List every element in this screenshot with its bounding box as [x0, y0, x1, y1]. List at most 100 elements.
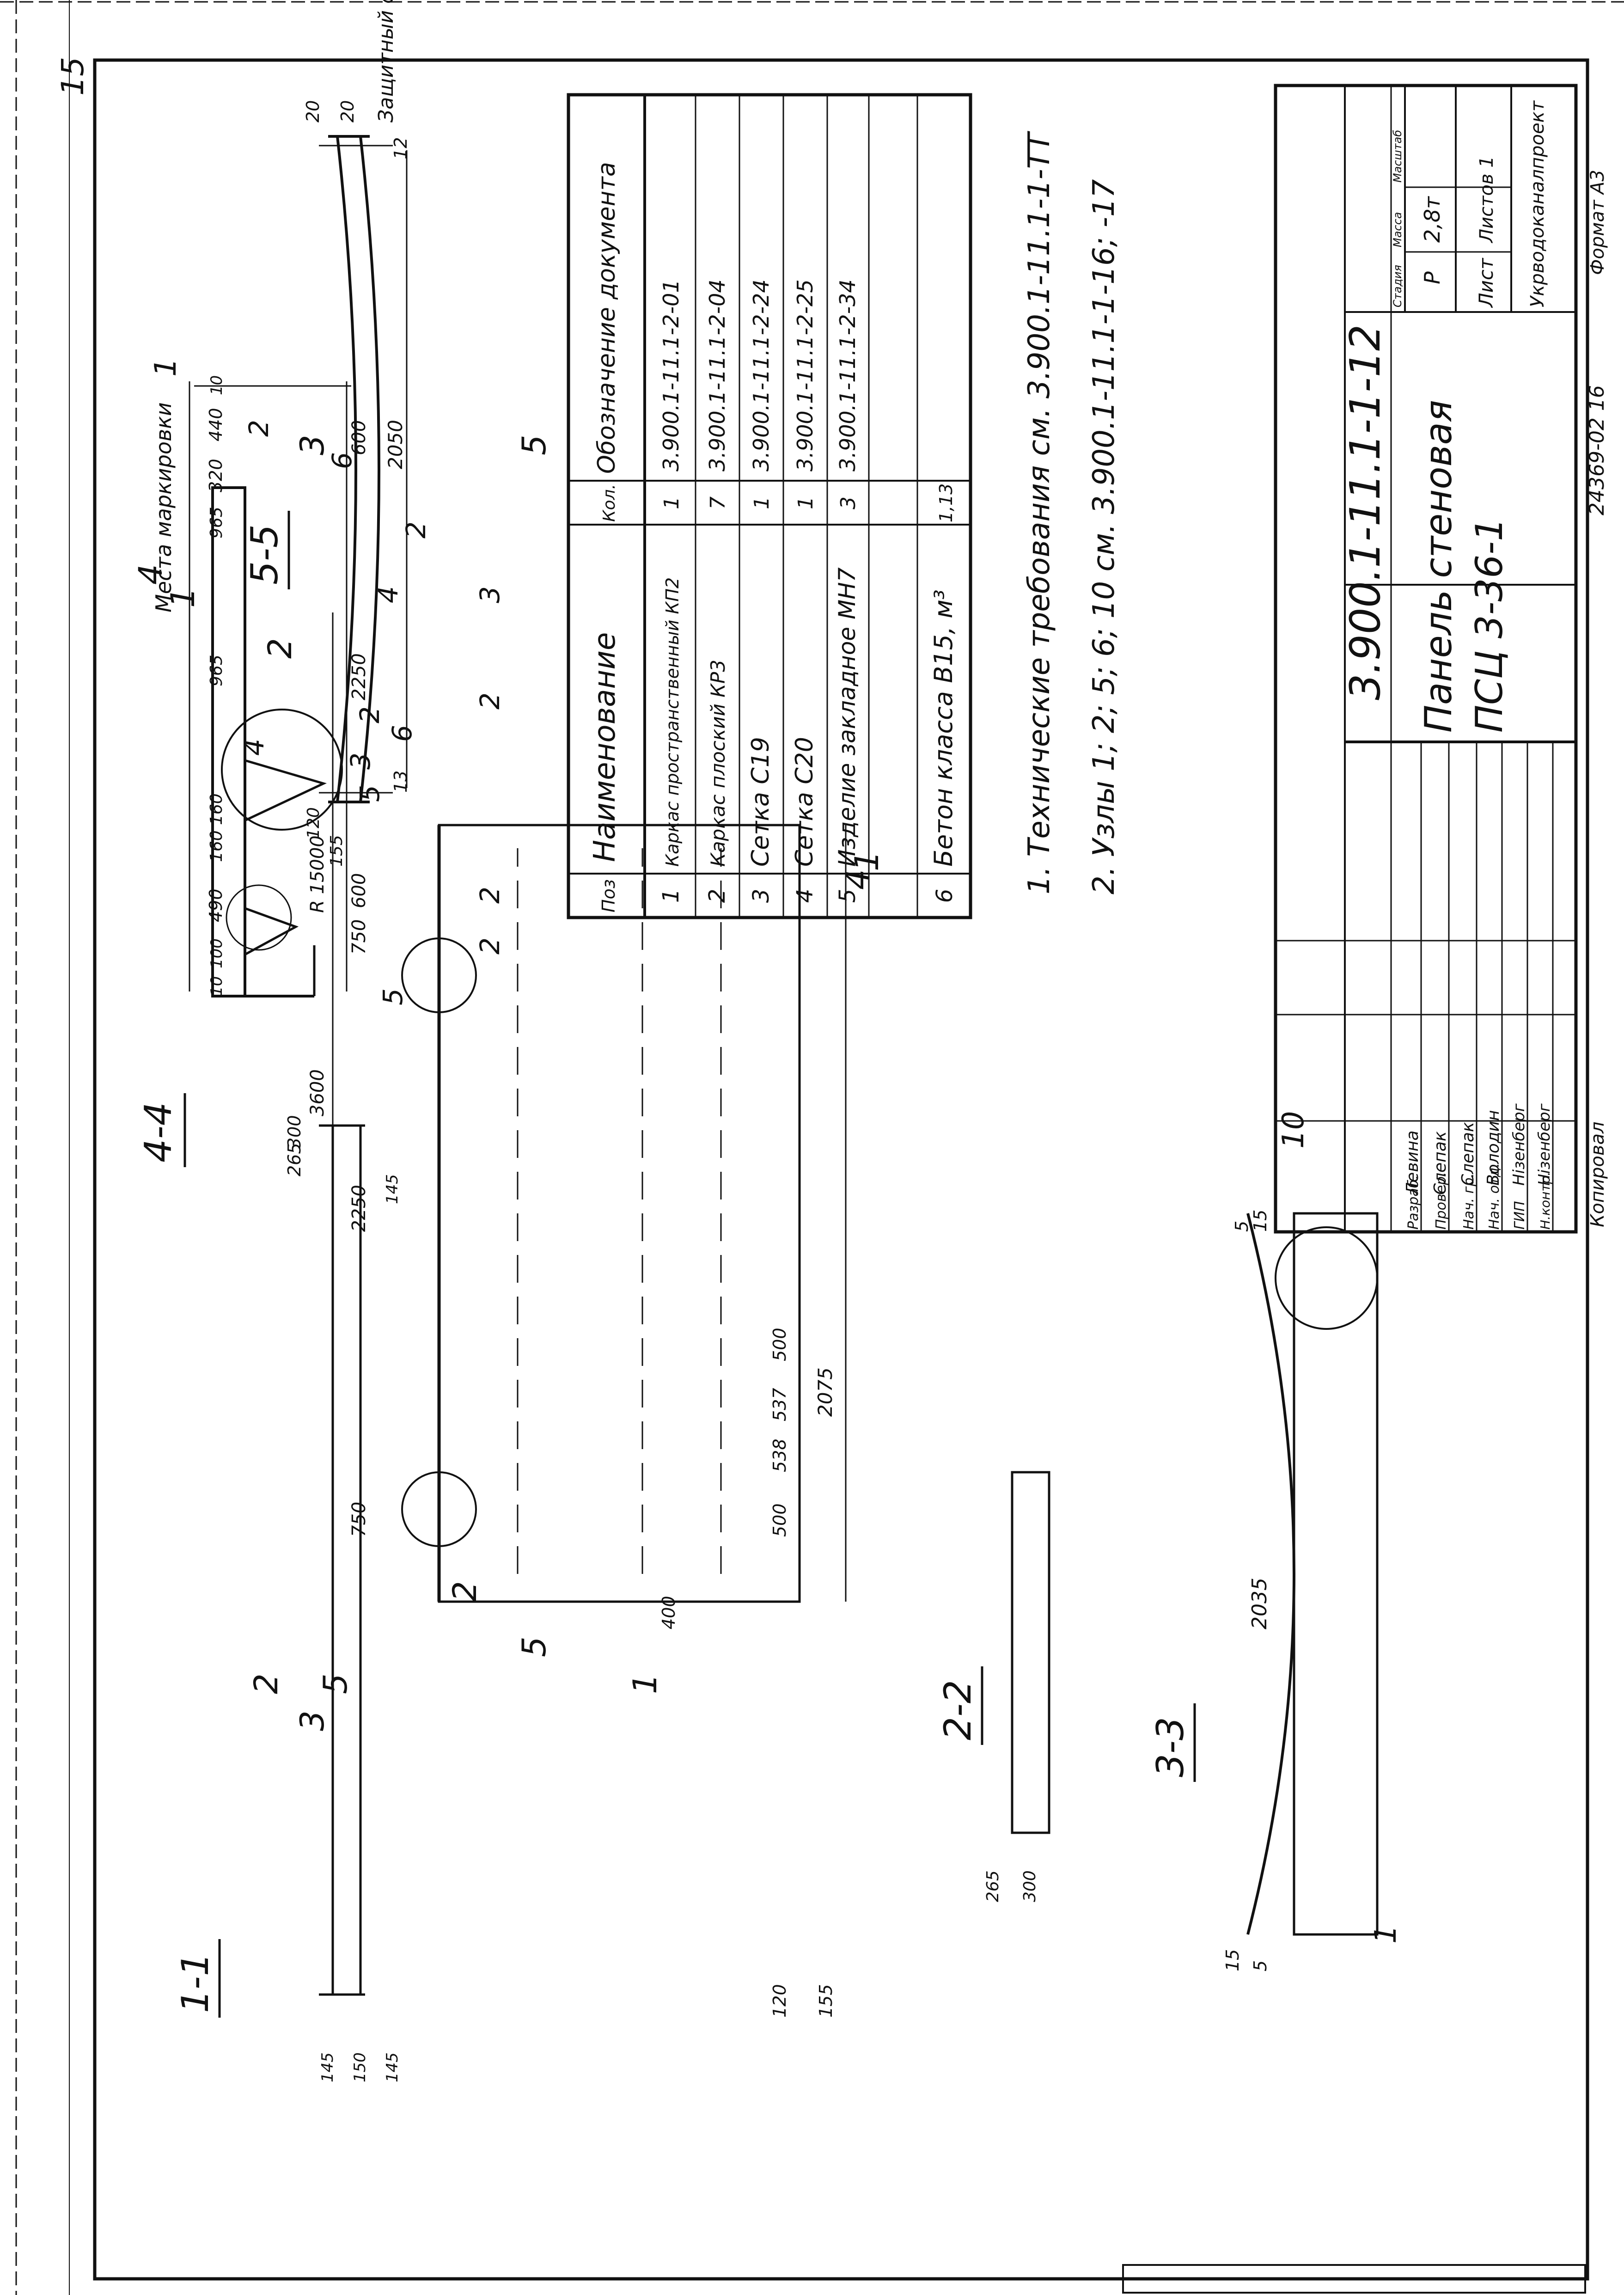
- cut-mark: 5: [515, 1636, 553, 1657]
- spec-row-doc: 3.900.1-11.1-2-01: [659, 279, 684, 471]
- leader-number: 1: [626, 1673, 664, 1694]
- section-3-3: 3-3: [1149, 1212, 1379, 1936]
- leader-number: 2: [446, 1581, 484, 1602]
- spec-row-qty: 1,13: [936, 483, 956, 523]
- drawing-title-mark: ПСЦ 3-36-1: [1468, 518, 1511, 733]
- signer-name: Нізенберг: [1510, 1103, 1528, 1186]
- dimension: 10: [208, 375, 226, 395]
- scale-label: Масштаб: [1391, 130, 1404, 183]
- spec-header-pos: Поз: [598, 879, 619, 912]
- dimension: 100: [208, 938, 226, 968]
- dimension: R 15000: [307, 835, 328, 913]
- dimension: 500: [769, 1328, 790, 1361]
- dimension: 965: [207, 655, 226, 686]
- dimension: 3600: [307, 1069, 328, 1116]
- dimension: 160: [207, 793, 226, 825]
- spec-row-name: Бетон класса В15, м³: [929, 589, 958, 867]
- dimension: 300: [284, 1115, 305, 1149]
- spec-row-qty: 3: [836, 496, 860, 509]
- spec-row-pos: 3: [748, 889, 774, 903]
- dimension: 440: [206, 408, 226, 441]
- cut-mark: 4: [132, 564, 170, 585]
- drawing-title: Панель стеновая: [1417, 400, 1460, 733]
- title-block: [1274, 84, 1578, 1234]
- leader-number: 1: [1369, 1925, 1403, 1944]
- dimension: 145: [318, 2052, 337, 2082]
- dimension: 145: [383, 2052, 402, 2082]
- dimension: 155: [816, 1984, 836, 2018]
- note-2: 2. Узлы 1; 2; 5; 6; 10 см. 3.900.1-11.1-…: [1087, 179, 1121, 894]
- spec-header-name: Наименование: [588, 632, 622, 862]
- dimension: 750: [348, 919, 370, 955]
- dimension: 2250: [348, 1185, 370, 1232]
- footer-format: Формат А3: [1587, 170, 1608, 275]
- view-label: 4-4: [137, 1102, 180, 1163]
- spec-row-name: Сетка С20: [791, 737, 818, 867]
- leader-number: 10: [1276, 1111, 1311, 1149]
- sheets-label: Листов 1: [1476, 156, 1497, 244]
- spec-row-doc: 3.900.1-11.1-2-04: [705, 279, 730, 471]
- leader-number: 2: [474, 937, 506, 955]
- signer-name: Нізенберг: [1535, 1103, 1554, 1186]
- leader-number: 2: [474, 692, 506, 710]
- dimension: 155: [327, 835, 346, 867]
- dimension: 145: [383, 1174, 402, 1204]
- dimension: 15: [1250, 1210, 1270, 1232]
- dimension: 2250: [348, 653, 370, 700]
- spec-row-pos: 5: [835, 889, 861, 903]
- spec-row-name: Каркас плоский КР3: [707, 660, 729, 867]
- leader-number: 2: [243, 420, 275, 437]
- footer-doc-number: 24369-02 16: [1585, 385, 1609, 515]
- signer-name: Володин: [1484, 1110, 1503, 1186]
- signer-role: Нач. отд.: [1486, 1163, 1502, 1230]
- dimension: 5: [1232, 1221, 1252, 1232]
- sheet-label: Лист: [1475, 257, 1497, 308]
- spec-row-name: Каркас пространственный КП2: [662, 577, 683, 867]
- drawing-code: 3.900.1-11.1-1-12: [1341, 324, 1390, 700]
- dimension: 120: [769, 1984, 790, 2018]
- dimension: 2035: [1248, 1578, 1271, 1629]
- section-5-5: 5-5: [243, 135, 408, 803]
- leader-number: 2: [400, 521, 432, 539]
- leader-number: 6: [386, 725, 418, 742]
- signer-role: Разраб.: [1405, 1175, 1422, 1230]
- signer-role: Нач. гр.: [1461, 1173, 1477, 1230]
- section-1-1: 1-1: [174, 1124, 365, 2018]
- dimension: 2050: [384, 420, 407, 469]
- dimension: 600: [348, 873, 370, 908]
- rotated-drawing: Поз Наименование Кол. Обозначение докуме…: [132, 0, 1609, 2082]
- dimension: 20: [303, 100, 323, 122]
- footer-copied: Копировал: [1587, 1121, 1608, 1227]
- dimension: 265: [284, 1143, 305, 1176]
- cut-mark: 2: [261, 638, 299, 659]
- leader-number: 5: [354, 785, 385, 802]
- note-1: 1. Технические требования см. 3.900.1-11…: [1022, 130, 1056, 894]
- dimension: 538: [769, 1438, 790, 1472]
- leader-number: 5: [377, 988, 409, 1005]
- signer-role: ГИП: [1512, 1201, 1528, 1230]
- dimension: 12: [391, 137, 411, 159]
- leader-number: 3: [474, 586, 506, 603]
- dimension: 300: [1020, 1870, 1039, 1902]
- dimension: 2075: [814, 1367, 836, 1417]
- spec-row-qty: 1: [660, 496, 684, 509]
- cut-mark: 3: [293, 435, 331, 455]
- sheet-number: 15: [55, 57, 91, 96]
- dimension: 13: [391, 771, 411, 793]
- cut-mark: 5: [515, 435, 553, 455]
- dimension: 320: [206, 459, 226, 492]
- annotation-note: Места маркировки: [151, 402, 176, 612]
- dimension: 10: [208, 976, 226, 996]
- annotation-note: Защитный слой: [374, 0, 398, 122]
- spec-row-doc: 3.900.1-11.1-2-25: [793, 279, 818, 471]
- leader-number: 1: [149, 358, 183, 377]
- stage-value: Р: [1420, 271, 1445, 284]
- dimension: 500: [769, 1503, 790, 1537]
- dimension: 150: [351, 2052, 369, 2082]
- spec-row-pos: 1: [658, 889, 684, 903]
- spec-row-pos: 6: [932, 889, 958, 903]
- cut-mark: 2: [247, 1673, 285, 1694]
- leader-number: 2: [474, 887, 506, 904]
